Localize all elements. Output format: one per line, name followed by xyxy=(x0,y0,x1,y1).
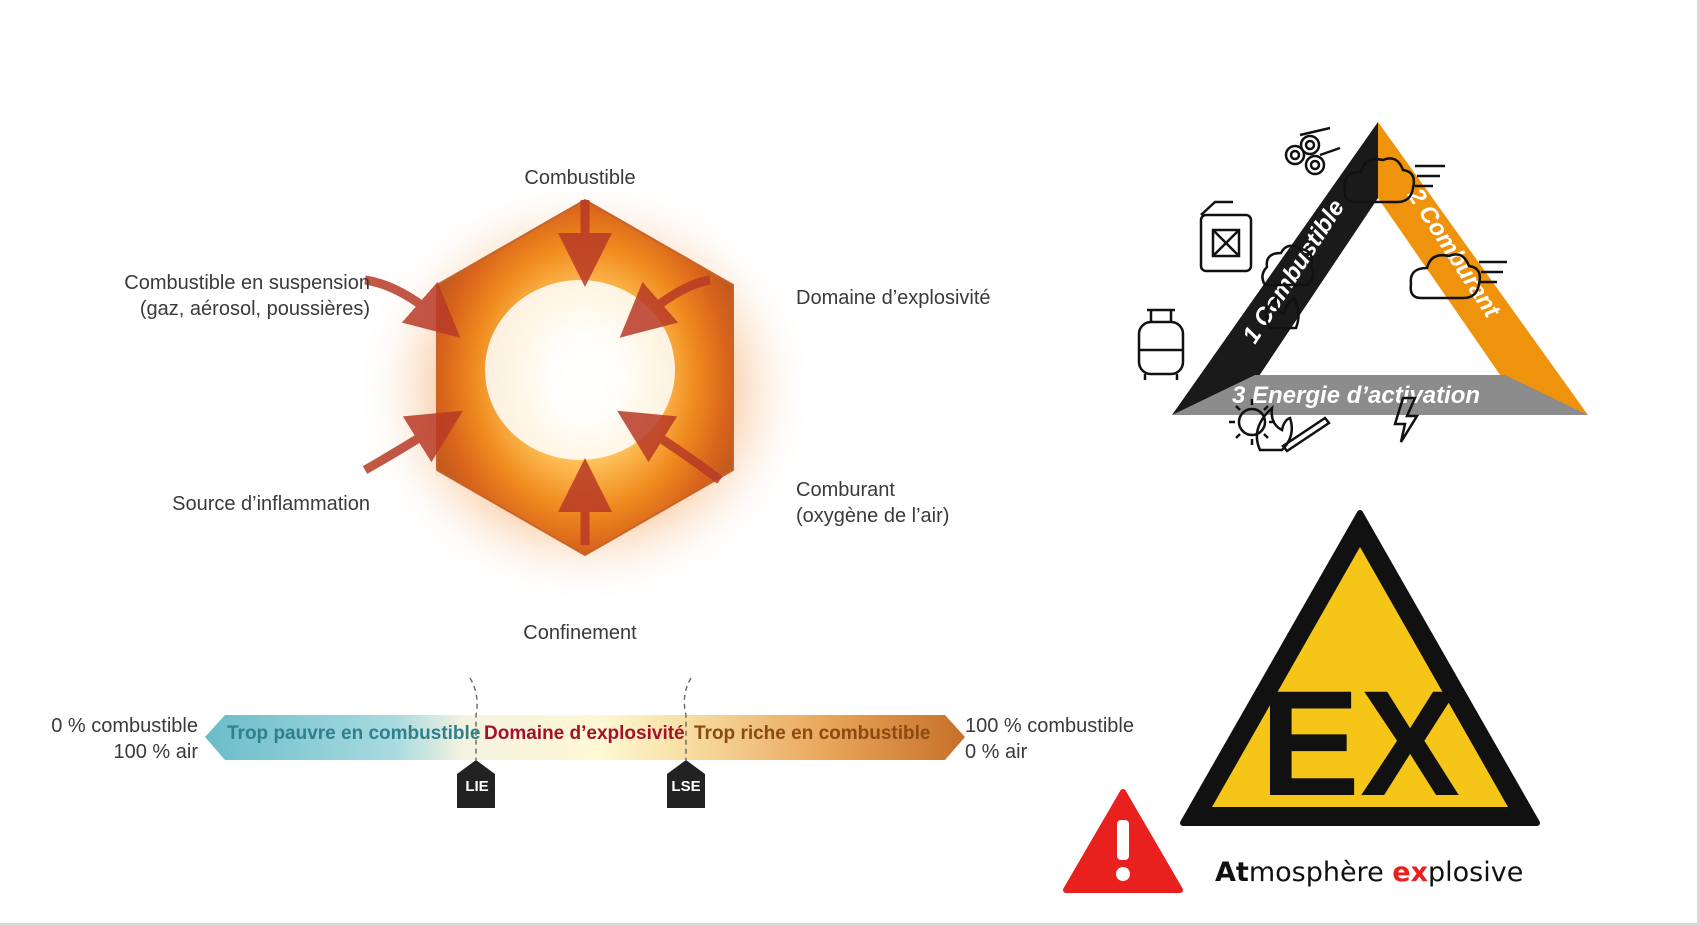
lightning-icon xyxy=(1393,396,1420,443)
label-line: Combustible en suspension xyxy=(124,272,370,294)
triangle-side-combustible xyxy=(1172,122,1378,415)
arrow-lower-right xyxy=(617,410,723,484)
range-bar-arrow xyxy=(205,715,965,760)
label-line: (gaz, aérosol, poussières) xyxy=(139,298,370,320)
arrow-lower-left xyxy=(362,410,463,474)
label-confinement: Confinement xyxy=(523,622,637,644)
lie-marker xyxy=(457,760,495,808)
explosion-hexagon-diagram xyxy=(355,180,815,605)
ex-sign-text: EX xyxy=(1260,659,1460,827)
lse-marker xyxy=(667,760,705,808)
ex-highlight: ex xyxy=(1392,857,1428,888)
arrow-upper-right xyxy=(619,275,711,338)
segment-rich-label: Trop riche en combustible xyxy=(694,723,931,744)
warning-icon xyxy=(1063,789,1183,893)
fire-triangle: 1 Combustible 2 Comburant 3 Energie d’ac… xyxy=(1137,122,1588,453)
arrow-upper-left xyxy=(364,275,461,338)
label-line: 100 % combustible xyxy=(965,715,1134,737)
cloud-wind-icon xyxy=(1343,157,1445,204)
label-comburant: Comburant (oxygène de l’air) xyxy=(796,477,949,529)
range-left-label: 0 % combustible 100 % air xyxy=(40,713,198,765)
sun-icon xyxy=(1229,399,1275,445)
smoke-fire-icon xyxy=(1261,244,1315,330)
lie-dashed-line xyxy=(469,677,478,760)
lie-marker-label: LIE xyxy=(465,778,489,795)
gas-bottle-icon xyxy=(1137,308,1185,380)
label-source-inflammation: Source d’inflammation xyxy=(172,493,370,515)
ex-sign-fill xyxy=(1212,547,1508,807)
side-label-combustible: 1 Combustible xyxy=(1237,195,1350,348)
segment-explosive-label: Domaine d’explosivité xyxy=(484,723,685,744)
ex-warning-sign: EX xyxy=(1180,510,1540,827)
at-rest: mosphère xyxy=(1248,857,1393,888)
label-combustible-top: Combustible xyxy=(524,167,636,189)
at-highlight: At xyxy=(1215,857,1249,888)
jerrycan-icon xyxy=(1199,200,1253,273)
label-line: (oxygène de l’air) xyxy=(796,505,950,527)
label-line: 0 % combustible xyxy=(51,715,198,737)
triangle-side-energie xyxy=(1172,375,1588,415)
triangle-side-comburant xyxy=(1378,122,1588,415)
match-flame-icon xyxy=(1255,404,1331,453)
cloud-wind-icon xyxy=(1409,253,1507,300)
label-line: 100 % air xyxy=(113,741,199,763)
explosivity-range-bar xyxy=(205,677,965,808)
segment-lean-label: Trop pauvre en combustible xyxy=(227,723,481,744)
label-line: 0 % air xyxy=(965,741,1028,763)
label-combustible-suspension: Combustible en suspension (gaz, aérosol,… xyxy=(100,270,370,322)
lse-marker-label: LSE xyxy=(671,778,701,795)
label-line: Comburant xyxy=(796,479,895,501)
atmosphere-explosive-label: Atmosphère explosive xyxy=(1215,857,1523,888)
lse-dashed-line xyxy=(683,677,692,760)
ex-rest: plosive xyxy=(1428,857,1524,888)
range-right-label: 100 % combustible 0 % air xyxy=(965,713,1134,765)
side-label-energie: 3 Energie d’activation xyxy=(1232,382,1480,409)
logs-icon xyxy=(1284,126,1341,176)
label-domaine-explosivite: Domaine d’explosivité xyxy=(796,287,991,309)
